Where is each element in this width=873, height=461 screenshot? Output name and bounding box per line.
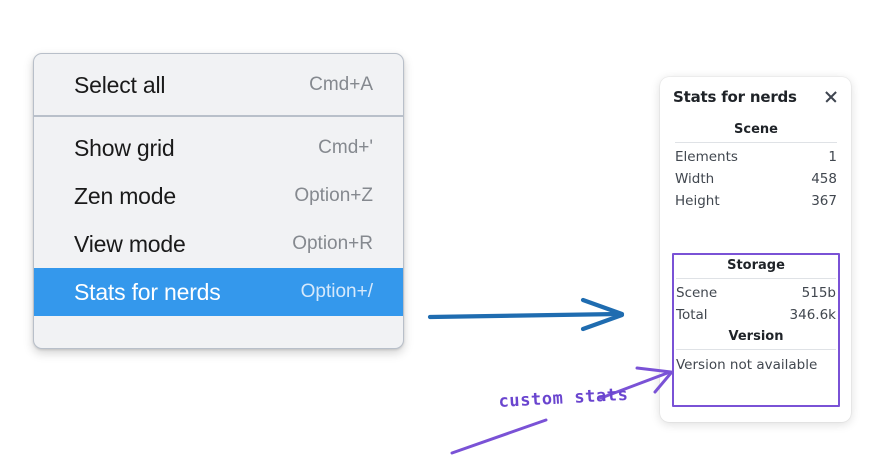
panel-header: Stats for nerds <box>673 88 839 106</box>
menu-group-1: Select all Cmd+A <box>34 54 403 115</box>
table-row: Height 367 <box>673 190 839 212</box>
menu-item-show-grid[interactable]: Show grid Cmd+' <box>34 124 403 172</box>
stat-value: 458 <box>811 171 837 187</box>
highlighted-sections: Storage Scene 515b Total 346.6k Version … <box>674 255 838 375</box>
stat-label: Total <box>676 307 708 323</box>
purple-tail-stroke <box>450 418 548 455</box>
panel-title: Stats for nerds <box>673 88 797 106</box>
section-divider <box>676 349 836 350</box>
menu-item-view-mode[interactable]: View mode Option+R <box>34 220 403 268</box>
section-heading: Storage <box>727 258 785 273</box>
menu-item-label: View mode <box>74 230 186 257</box>
menu-item-label: Zen mode <box>74 182 176 209</box>
menu-item-shortcut: Option+/ <box>300 281 373 302</box>
annotation-label: custom stats <box>498 384 629 412</box>
section-heading: Version <box>728 329 784 344</box>
section-version: Version Version not available <box>674 326 838 375</box>
menu-item-shortcut: Cmd+' <box>318 137 373 158</box>
menu-item-label: Show grid <box>74 134 175 161</box>
section-divider <box>675 142 837 143</box>
section-heading: Scene <box>734 122 778 137</box>
section-divider <box>676 278 836 279</box>
table-row: Scene 515b <box>674 282 838 304</box>
menu-item-shortcut: Option+R <box>292 233 373 254</box>
stats-for-nerds-panel: Stats for nerds Scene Elements 1 Width 4… <box>660 77 851 422</box>
context-menu[interactable]: Select all Cmd+A Show grid Cmd+' Zen mod… <box>33 53 404 349</box>
stat-label: Width <box>675 171 715 187</box>
version-note: Version not available <box>676 357 818 373</box>
menu-item-stats-for-nerds[interactable]: Stats for nerds Option+/ <box>34 268 403 316</box>
table-row: Elements 1 <box>673 146 839 168</box>
stat-label: Scene <box>676 285 718 301</box>
section-scene: Scene Elements 1 Width 458 Height 367 <box>673 119 839 212</box>
menu-separator <box>34 115 403 117</box>
stat-label: Height <box>675 193 720 209</box>
section-storage: Storage Scene 515b Total 346.6k <box>674 255 838 326</box>
menu-item-select-all[interactable]: Select all Cmd+A <box>34 61 403 109</box>
menu-item-shortcut: Cmd+A <box>309 74 373 95</box>
menu-item-zen-mode[interactable]: Zen mode Option+Z <box>34 172 403 220</box>
table-row: Width 458 <box>673 168 839 190</box>
menu-item-label: Select all <box>74 71 166 98</box>
menu-group-2: Show grid Cmd+' Zen mode Option+Z View m… <box>34 117 403 322</box>
table-row: Total 346.6k <box>674 304 838 326</box>
stat-value: 515b <box>801 285 836 301</box>
stat-value: 346.6k <box>789 307 836 323</box>
close-icon[interactable] <box>823 89 839 105</box>
blue-arrow-icon <box>427 297 625 332</box>
menu-item-label: Stats for nerds <box>74 278 221 305</box>
stat-label: Elements <box>675 149 738 165</box>
stat-value: 367 <box>811 193 837 209</box>
menu-item-shortcut: Option+Z <box>294 185 373 206</box>
stat-value: 1 <box>828 149 837 165</box>
